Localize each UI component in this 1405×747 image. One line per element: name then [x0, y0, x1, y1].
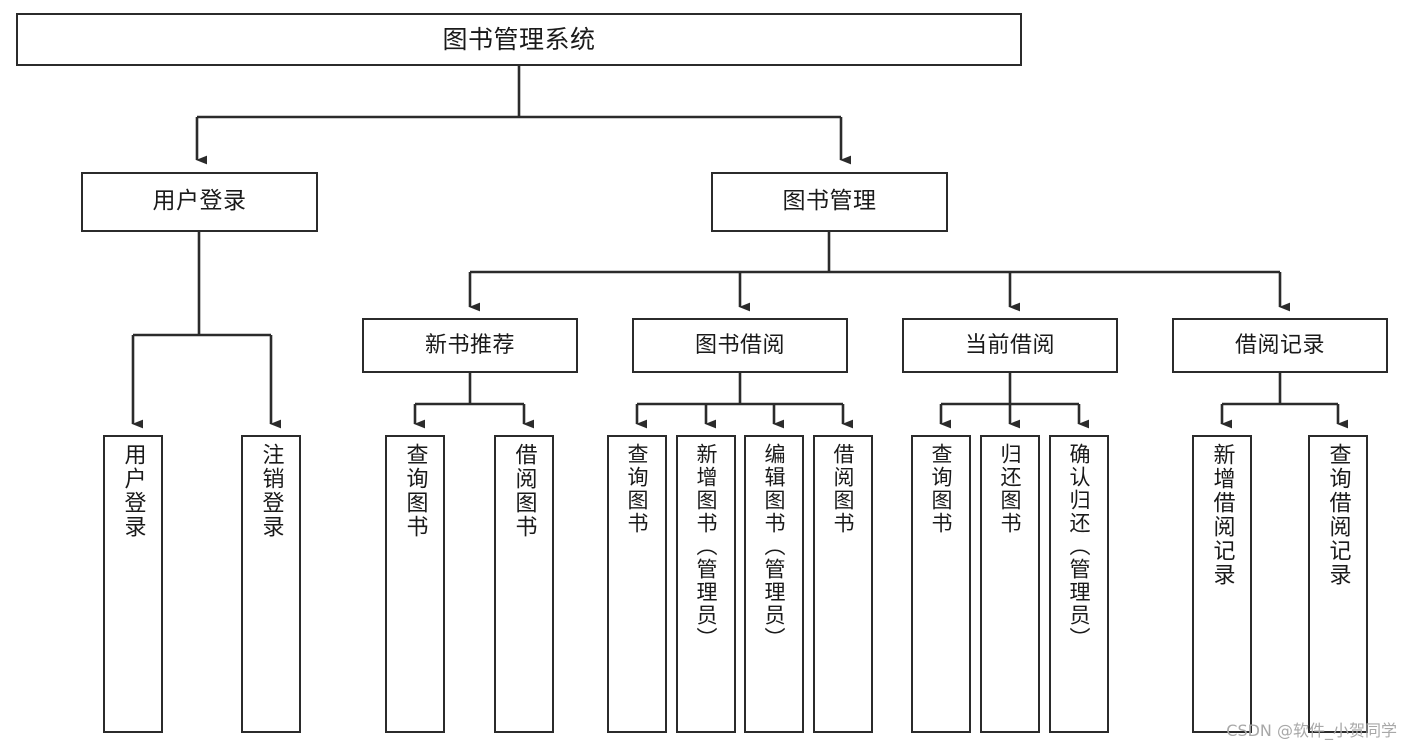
leaf-confirm-return[interactable]: 确认归还（管理员） [1049, 435, 1109, 733]
leaf-borrow-book-recommend[interactable]: 借阅图书 [494, 435, 554, 733]
leaf-query-book-current[interactable]: 查询图书 [911, 435, 971, 733]
leaf-return-book[interactable]: 归还图书 [980, 435, 1040, 733]
leaf-query-book-current-label: 查询图书 [929, 443, 954, 535]
leaf-query-book-borrow-label: 查询图书 [625, 443, 650, 535]
node-new-book-recommend-label: 新书推荐 [424, 332, 515, 358]
leaf-return-book-label: 归还图书 [998, 443, 1023, 535]
leaf-add-borrow-record[interactable]: 新增借阅记录 [1192, 435, 1252, 733]
node-borrow-record-label: 借阅记录 [1234, 332, 1325, 358]
node-user-login[interactable]: 用户登录 [81, 172, 318, 232]
node-root-label: 图书管理系统 [442, 24, 596, 54]
node-book-borrow-label: 图书借阅 [694, 332, 785, 358]
leaf-add-book-label: 新增图书（管理员） [694, 443, 719, 650]
node-new-book-recommend[interactable]: 新书推荐 [362, 318, 578, 373]
leaf-borrow-book-borrow[interactable]: 借阅图书 [813, 435, 873, 733]
node-root-system[interactable]: 图书管理系统 [16, 13, 1022, 66]
leaf-edit-book-label: 编辑图书（管理员） [762, 443, 787, 650]
node-current-borrow[interactable]: 当前借阅 [902, 318, 1118, 373]
leaf-logout-login[interactable]: 注销登录 [241, 435, 301, 733]
leaf-add-borrow-record-label: 新增借阅记录 [1209, 443, 1235, 587]
leaf-add-book[interactable]: 新增图书（管理员） [676, 435, 736, 733]
leaf-query-borrow-record[interactable]: 查询借阅记录 [1308, 435, 1368, 733]
node-book-management[interactable]: 图书管理 [711, 172, 948, 232]
leaf-query-book-recommend-label: 查询图书 [402, 443, 428, 539]
leaf-user-login-label: 用户登录 [120, 443, 146, 539]
leaf-borrow-book-recommend-label: 借阅图书 [511, 443, 537, 539]
leaf-query-book-recommend[interactable]: 查询图书 [385, 435, 445, 733]
leaf-query-book-borrow[interactable]: 查询图书 [607, 435, 667, 733]
node-borrow-record[interactable]: 借阅记录 [1172, 318, 1388, 373]
node-user-login-label: 用户登录 [152, 188, 247, 215]
leaf-borrow-book-borrow-label: 借阅图书 [831, 443, 856, 535]
leaf-logout-login-label: 注销登录 [258, 443, 284, 539]
leaf-confirm-return-label: 确认归还（管理员） [1067, 443, 1092, 650]
node-book-borrow[interactable]: 图书借阅 [632, 318, 848, 373]
node-current-borrow-label: 当前借阅 [964, 332, 1055, 358]
csdn-watermark: CSDN @软件_小贺同学 [1226, 721, 1397, 740]
leaf-user-login[interactable]: 用户登录 [103, 435, 163, 733]
leaf-edit-book[interactable]: 编辑图书（管理员） [744, 435, 804, 733]
leaf-query-borrow-record-label: 查询借阅记录 [1325, 443, 1351, 587]
node-book-management-label: 图书管理 [782, 188, 877, 215]
